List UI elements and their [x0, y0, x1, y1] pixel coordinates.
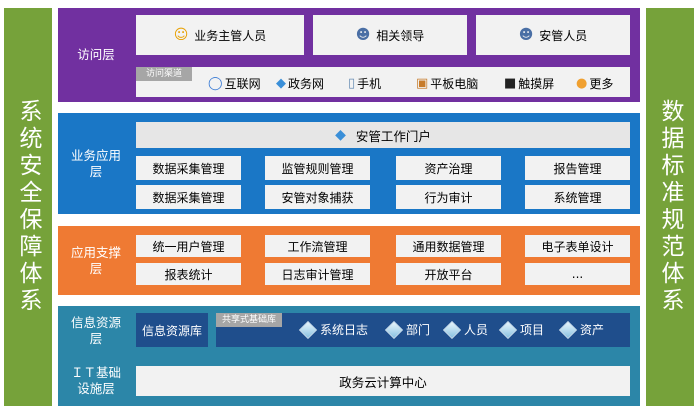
- business-layer-label-text: 业务应用层: [70, 147, 121, 179]
- module-box: 电子表单设计: [525, 235, 630, 257]
- channel-touchscreen: ■ 触摸屏: [504, 75, 554, 92]
- portal-icon: ◆: [335, 127, 346, 143]
- infra-layer-label-text: ＩＴ基础设施层: [70, 365, 121, 396]
- user-label: 业务主管人员: [194, 28, 267, 43]
- channel-gov-network: ◆ 政务网: [276, 75, 324, 92]
- access-channels: 访问渠道 ◯ 互联网 ◆ 政务网 ▯ 手机 ▣ 平板电脑 ■ 触摸屏 ● 更多: [136, 67, 630, 97]
- module-box: 统一用户管理: [136, 235, 241, 257]
- channel-phone: ▯ 手机: [348, 75, 381, 92]
- channel-tag: 访问渠道: [136, 67, 192, 81]
- module-box: 监管规则管理: [265, 156, 370, 180]
- module-box: 数据采集管理: [136, 185, 241, 209]
- business-layer-label: 业务应用层: [58, 113, 134, 214]
- channel-label: 手机: [357, 77, 382, 91]
- user-leader: ☻ 相关领导: [313, 15, 467, 55]
- security-pillar: 系统安全保障体系: [4, 8, 52, 406]
- info-layer: 信息资源层 信息资源库 共享式基础库 系统日志 部门 人员 项目 资产: [58, 306, 640, 356]
- person-icon: ☻: [518, 27, 534, 43]
- monitor-icon: ■: [504, 76, 517, 91]
- cube-icon: [498, 320, 518, 339]
- module-box: 通用数据管理: [396, 235, 501, 257]
- shared-tag: 共享式基础库: [216, 313, 282, 327]
- shared-item-label: 部门: [406, 323, 431, 337]
- support-layer-label-text: 应用支撑层: [70, 244, 121, 276]
- channel-label: 触摸屏: [518, 77, 555, 91]
- info-layer-label: 信息资源层: [58, 306, 134, 356]
- module-box: 安管对象捕获: [265, 185, 370, 209]
- support-layer-label: 应用支撑层: [58, 226, 134, 295]
- module-box: 资产治理: [396, 156, 501, 180]
- business-layer: 业务应用层 ◆ 安管工作门户 数据采集管理 监管规则管理 资产治理 报告管理 数…: [58, 113, 640, 214]
- user-security-staff: ☻ 安管人员: [476, 15, 630, 55]
- globe-icon: ◯: [208, 76, 223, 91]
- cube-icon: [442, 320, 462, 339]
- channel-tablet: ▣ 平板电脑: [416, 75, 478, 92]
- portal-label: 安管工作门户: [355, 128, 431, 144]
- orb-icon: ●: [576, 76, 588, 91]
- module-box: 报告管理: [525, 156, 630, 180]
- person-icon: ☻: [355, 27, 371, 43]
- user-label: 相关领导: [376, 28, 425, 43]
- phone-icon: ▯: [348, 76, 356, 91]
- module-box: 工作流管理: [265, 235, 370, 257]
- infra-layer: ＩＴ基础设施层 政务云计算中心: [58, 356, 640, 406]
- module-box: 数据采集管理: [136, 156, 241, 180]
- gov-cloud-center: 政务云计算中心: [136, 366, 630, 396]
- channel-label: 更多: [589, 77, 614, 91]
- cube-icon: [558, 320, 578, 339]
- person-icon: ☺: [173, 27, 189, 43]
- module-box: 系统管理: [525, 185, 630, 209]
- shared-base-library: 共享式基础库 系统日志 部门 人员 项目 资产: [216, 313, 630, 347]
- shared-item: 系统日志: [298, 320, 369, 339]
- standards-pillar-label: 数据标准规范体系: [657, 99, 683, 315]
- info-layer-label-text: 信息资源层: [70, 315, 121, 346]
- channel-more: ● 更多: [576, 75, 613, 92]
- shared-item-label: 资产: [580, 323, 605, 337]
- security-pillar-label: 系统安全保障体系: [15, 99, 41, 315]
- security-portal: ◆ 安管工作门户: [136, 122, 630, 148]
- module-box: 开放平台: [396, 263, 501, 285]
- cube-icon: [384, 320, 404, 339]
- module-box: ...: [525, 263, 630, 285]
- channel-label: 互联网: [224, 77, 261, 91]
- channel-internet: ◯ 互联网: [208, 75, 261, 92]
- info-resource-library: 信息资源库: [136, 313, 208, 347]
- shared-item: 资产: [558, 320, 605, 339]
- module-box: 行为审计: [396, 185, 501, 209]
- shared-item: 部门: [384, 320, 431, 339]
- standards-pillar: 数据标准规范体系: [646, 8, 694, 406]
- network-icon: ◆: [276, 76, 286, 91]
- shared-item: 人员: [442, 320, 489, 339]
- infra-layer-label: ＩＴ基础设施层: [58, 356, 134, 406]
- module-box: 报表统计: [136, 263, 241, 285]
- access-layer-label: 访问层: [77, 47, 115, 62]
- shared-item: 项目: [498, 320, 545, 339]
- cube-icon: [298, 320, 318, 339]
- channel-label: 政务网: [288, 77, 325, 91]
- user-label: 安管人员: [539, 28, 588, 43]
- access-layer: 访问层 ☺ 业务主管人员 ☻ 相关领导 ☻ 安管人员 访问渠道 ◯ 互联网 ◆ …: [58, 8, 640, 102]
- shared-item-label: 人员: [464, 323, 489, 337]
- channel-label: 平板电脑: [430, 77, 479, 91]
- user-business-manager: ☺ 业务主管人员: [136, 15, 304, 55]
- shared-item-label: 系统日志: [320, 323, 369, 337]
- tablet-icon: ▣: [416, 76, 429, 91]
- support-layer: 应用支撑层 统一用户管理 工作流管理 通用数据管理 电子表单设计 报表统计 日志…: [58, 226, 640, 295]
- shared-item-label: 项目: [520, 323, 545, 337]
- module-box: 日志审计管理: [265, 263, 370, 285]
